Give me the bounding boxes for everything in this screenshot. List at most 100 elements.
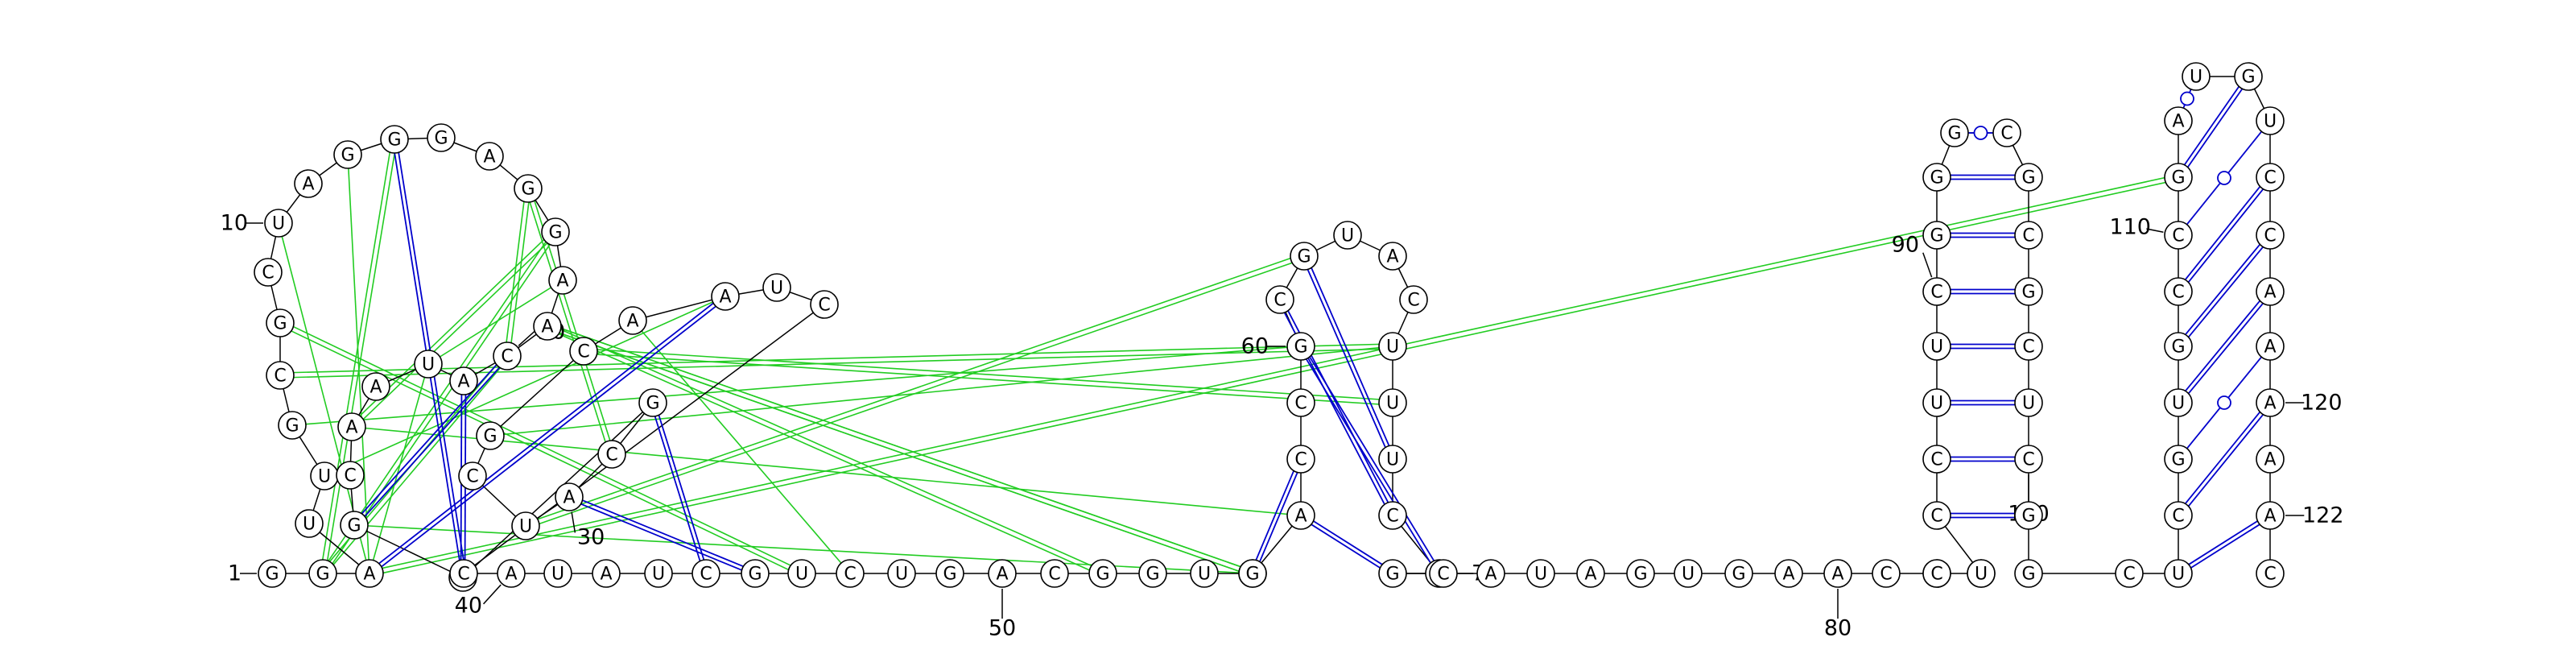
- nucleotide-circle: [449, 559, 478, 588]
- nucleotide-circle: [308, 559, 337, 588]
- canonical-pair-line: [2188, 246, 2264, 338]
- nucleotide-letter: U: [1386, 337, 1399, 358]
- nucleotide: C: [1265, 285, 1294, 314]
- tertiary-interaction-layer: [278, 139, 2179, 577]
- nucleotide-letter: A: [363, 565, 375, 585]
- nucleotide: A: [2256, 332, 2285, 361]
- nucleotide-letter: C: [1294, 394, 1307, 414]
- nucleotide-circle: [2164, 559, 2193, 588]
- numbering-tick: [483, 584, 502, 605]
- nucleotide: G: [935, 559, 964, 588]
- nucleotide-letter: G: [1297, 247, 1311, 267]
- backbone-segment: [353, 524, 464, 578]
- nucleotide-circle: [592, 559, 621, 588]
- nucleotide-circle: [295, 509, 324, 538]
- nucleotide: G: [514, 174, 543, 203]
- nucleotide: U: [1190, 559, 1219, 588]
- nucleotide-letter: U: [652, 565, 665, 585]
- nucleotide: U: [1922, 332, 1951, 361]
- nucleotide-letter: G: [1930, 226, 1943, 246]
- nucleotide-circle: [254, 258, 283, 287]
- wobble-pair-marker: [2217, 395, 2231, 410]
- nucleotide: C: [1992, 118, 2021, 147]
- nucleotide-letter: G: [265, 565, 279, 585]
- nucleotide-letter: A: [1294, 507, 1307, 527]
- nucleotide-circle: [2164, 163, 2193, 192]
- nucleotide-circle: [1138, 559, 1167, 588]
- nucleotide-circle: [887, 559, 916, 588]
- nucleotide-circle: [2256, 221, 2285, 250]
- numbering-label: 90: [1892, 233, 1919, 258]
- nucleotide-letter: U: [1198, 565, 1211, 585]
- nucleotide-letter: C: [2172, 226, 2184, 246]
- nucleotide-circle: [2014, 277, 2043, 306]
- nucleotide-letter: A: [369, 378, 382, 398]
- nucleotide-letter: U: [2022, 394, 2035, 414]
- tertiary-interaction-line: [525, 188, 610, 456]
- nucleotide-circle: [1378, 242, 1407, 271]
- nucleotide-letter: C: [1930, 283, 1942, 303]
- nucleotide-layer: GGAUUGCGCUAGGGAGGAACAUAACGCGCAUCGCAAUCCA…: [254, 62, 2285, 592]
- nucleotide-circle: [741, 559, 770, 588]
- nucleotide: A: [2164, 106, 2193, 135]
- nucleotide-circle: [1286, 501, 1315, 530]
- numbering-label: 10: [221, 211, 248, 236]
- nucleotide-letter: U: [1930, 394, 1943, 414]
- nucleotide-letter: A: [556, 271, 568, 292]
- nucleotide-letter: G: [2241, 68, 2255, 88]
- canonical-pair-line: [2188, 303, 2264, 395]
- nucleotide-circle: [2256, 163, 2285, 192]
- nucleotide: C: [2164, 221, 2193, 250]
- nucleotide-letter: A: [2264, 394, 2276, 414]
- nucleotide: G: [308, 559, 337, 588]
- numbering-label: 110: [2109, 215, 2151, 240]
- nucleotide-letter: C: [2172, 507, 2184, 527]
- nucleotide-circle: [1626, 559, 1655, 588]
- tertiary-interaction-line: [369, 363, 429, 574]
- nucleotide-letter: G: [548, 223, 562, 243]
- nucleotide-letter: G: [748, 565, 762, 585]
- nucleotide: U: [2182, 62, 2211, 91]
- nucleotide-circle: [1922, 559, 1951, 588]
- nucleotide: A: [533, 312, 562, 341]
- nucleotide-letter: C: [2022, 337, 2034, 358]
- nucleotide: A: [1576, 559, 1605, 588]
- nucleotide-letter: C: [577, 342, 589, 362]
- nucleotide-letter: C: [1294, 450, 1307, 470]
- nucleotide-letter: U: [2264, 112, 2277, 132]
- canonical-pair-line: [654, 416, 701, 561]
- nucleotide-circle: [2115, 559, 2144, 588]
- nucleotide-circle: [2014, 388, 2043, 417]
- nucleotide: C: [1922, 559, 1951, 588]
- nucleotide-circle: [514, 174, 543, 203]
- nucleotide-letter: G: [2171, 450, 2185, 470]
- nucleotide-circle: [2256, 277, 2285, 306]
- nucleotide-letter: G: [483, 427, 497, 447]
- nucleotide-circle: [1967, 559, 1996, 588]
- canonical-pair-line: [2183, 86, 2240, 166]
- nucleotide-letter: A: [1782, 565, 1794, 585]
- nucleotide-circle: [691, 559, 720, 588]
- nucleotide: U: [1378, 388, 1407, 417]
- canonical-pair-line: [580, 503, 742, 571]
- nucleotide-circle: [1378, 332, 1407, 361]
- nucleotide-letter: G: [387, 130, 401, 151]
- nucleotide-circle: [1190, 559, 1219, 588]
- nucleotide: C: [2014, 332, 2043, 361]
- nucleotide-circle: [361, 372, 390, 401]
- nucleotide: A: [2256, 277, 2285, 306]
- nucleotide-circle: [762, 273, 791, 302]
- nucleotide: G: [2014, 277, 2043, 306]
- nucleotide-letter: C: [262, 263, 274, 284]
- nucleotide-circle: [533, 312, 562, 341]
- nucleotide-circle: [2164, 106, 2193, 135]
- nucleotide: A: [1774, 559, 1803, 588]
- nucleotide-circle: [1290, 242, 1319, 271]
- nucleotide-letter: G: [1245, 565, 1259, 585]
- numbering-label: 80: [1824, 616, 1852, 641]
- nucleotide: U: [1674, 559, 1703, 588]
- nucleotide-circle: [1823, 559, 1852, 588]
- nucleotide-letter: G: [1947, 124, 1961, 144]
- backbone-segment: [489, 350, 584, 437]
- nucleotide: C: [493, 341, 522, 370]
